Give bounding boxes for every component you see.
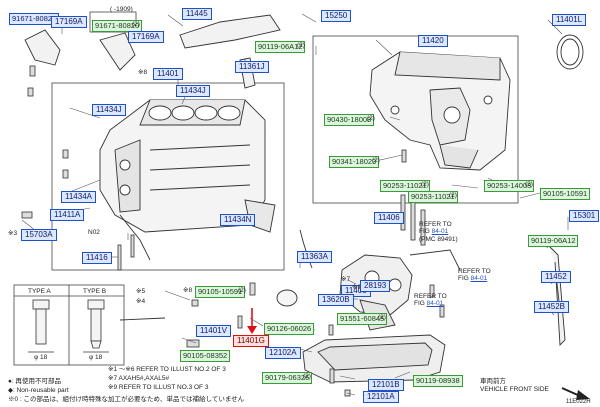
part-label-11452[interactable]: 11452 xyxy=(541,271,571,283)
cover-11445 xyxy=(179,14,281,49)
part-label-90105-10591-b[interactable]: 90105-10591 xyxy=(195,286,246,298)
part-label-11361J[interactable]: 11361J xyxy=(235,61,269,73)
part-label-15301[interactable]: 15301 xyxy=(569,210,600,222)
marker: ※7 xyxy=(341,276,351,283)
type-a-diameter: φ 18 xyxy=(34,354,48,361)
marker: ※3 xyxy=(8,230,18,237)
drawing-number: 11E022H xyxy=(566,399,591,405)
qty-note: (2) xyxy=(449,192,457,199)
n02-note: N02 xyxy=(88,229,100,236)
footnote-1: ※1 〜※6 REFER TO ILLUST NO.2 OF 3 xyxy=(108,366,226,373)
vehicle-front-jp: 車両前方 xyxy=(480,378,506,385)
qty-note: (2) xyxy=(378,314,386,321)
part-label-11434A[interactable]: 11434A xyxy=(61,191,96,203)
part-label-11416[interactable]: 11416 xyxy=(82,252,112,264)
part-label-90430-18008[interactable]: 90430-18008 xyxy=(324,114,375,126)
vehicle-front-en: VEHICLE FRONT SIDE xyxy=(480,386,549,393)
cylinder-block-frame xyxy=(51,82,285,271)
part-label-90105-10591-a[interactable]: 90105-10591 xyxy=(540,188,591,200)
fig-link[interactable]: 84-01 xyxy=(470,275,488,283)
part-label-12102A[interactable]: 12102A xyxy=(265,347,301,359)
part-label-90253-11021-b[interactable]: 90253-11021 xyxy=(408,191,458,203)
part-label-11445[interactable]: 11445 xyxy=(182,8,212,20)
type-legend-drawing xyxy=(28,299,109,353)
type-b-diameter: φ 18 xyxy=(89,354,103,361)
qty-note: (2) xyxy=(372,157,380,164)
part-label-11406[interactable]: 11406 xyxy=(374,212,404,224)
part-label-15250[interactable]: 15250 xyxy=(321,10,352,22)
fig-link[interactable]: 84-01 xyxy=(431,228,449,236)
cylinder-block-illustration xyxy=(99,99,276,261)
type-b-label: TYPE B xyxy=(83,288,107,295)
dipstick-15301 xyxy=(547,244,566,347)
part-label-90119-06A12[interactable]: 90119-06A12 xyxy=(255,41,306,53)
marker: ※8 xyxy=(183,287,193,294)
part-label-28193[interactable]: 28193 xyxy=(360,280,391,292)
fig-link[interactable]: 84-01 xyxy=(426,300,444,308)
part-label-15703A[interactable]: 15703A xyxy=(21,229,57,241)
marker: ※5 xyxy=(136,288,146,295)
part-label-91551-60845[interactable]: 91551-60845 xyxy=(337,313,388,325)
qty-note: (2) xyxy=(303,373,311,380)
part-label-17169A-2[interactable]: 17169A xyxy=(128,31,164,43)
part-label-90126-06026[interactable]: 90126-06026 xyxy=(264,323,315,335)
reference-note-3: REFER TO FIG 84-01 xyxy=(414,293,447,308)
footnote-6: ※0 : この部品は、組付け時特殊な加工が必要なため、単品では補給していません xyxy=(8,396,245,403)
part-label-90105-08352[interactable]: 90105-08352 xyxy=(180,350,231,362)
part-label-90119-06A12-b[interactable]: 90119-06A12 xyxy=(528,235,579,247)
part-label-90253-11021-a[interactable]: 90253-11021 xyxy=(380,180,430,192)
qty-note: (2) xyxy=(238,287,246,294)
part-label-91671-80820-b[interactable]: 91671-80820 xyxy=(92,20,143,32)
qty-note: (2) xyxy=(132,21,140,28)
part-label-11452B[interactable]: 11452B xyxy=(534,301,569,313)
part-label-90179-06326[interactable]: 90179-06326 xyxy=(262,372,313,384)
highlight-arrow xyxy=(247,308,257,334)
part-label-11434J-b[interactable]: 11434J xyxy=(92,104,126,116)
oil-pan-upper-illustration xyxy=(369,51,511,171)
marker: ※8 xyxy=(138,69,148,76)
oil-pan-frame xyxy=(312,35,519,204)
part-label-11401V[interactable]: 11401V xyxy=(196,325,231,337)
reference-note-2: REFER TO FIG 84-01 xyxy=(458,268,491,283)
part-label-11420[interactable]: 11420 xyxy=(418,35,448,47)
part-label-12101B[interactable]: 12101B xyxy=(368,379,404,391)
part-label-11401[interactable]: 11401 xyxy=(153,68,183,80)
type-a-label: TYPE A xyxy=(28,288,51,295)
part-label-11363A[interactable]: 11363A xyxy=(297,251,332,263)
footnote-5: ◆: Non-reusable part xyxy=(8,387,69,394)
reference-note-1: REFER TO FIG 84-01 (PMC 89491) xyxy=(419,221,458,243)
part-label-11434N[interactable]: 11434N xyxy=(220,214,256,226)
marker: ※6 xyxy=(352,284,362,291)
footnote-2: ※7 AXAH5#,AXAL5# xyxy=(108,375,170,382)
part-label-90253-14003[interactable]: 90253-14003 xyxy=(484,180,535,192)
oil-seal-11401L xyxy=(556,34,584,70)
vehicle-front-arrow xyxy=(561,387,590,400)
part-label-17169A[interactable]: 17169A xyxy=(51,16,87,28)
part-label-11401L[interactable]: 11401L xyxy=(552,14,587,26)
qty-note: (2) xyxy=(297,42,305,49)
footnote-3: ※9 REFER TO ILLUST NO.3 OF 3 xyxy=(108,384,209,391)
qty-note: (2) xyxy=(367,115,375,122)
part-label-11401G-highlighted[interactable]: 11401G xyxy=(233,335,269,347)
footnote-4: ●: 再使用不可部品 xyxy=(8,378,62,385)
qty-note: (2) xyxy=(525,181,533,188)
part-label-90341-18023[interactable]: 90341-18023 xyxy=(329,156,380,168)
part-label-13620B[interactable]: 13620B xyxy=(318,294,354,306)
part-label-12101A[interactable]: 12101A xyxy=(363,391,399,403)
qty-note: (2) xyxy=(421,181,429,188)
part-label-11411A[interactable]: 11411A xyxy=(50,209,85,221)
part-label-90119-08938[interactable]: 90119-08938 xyxy=(413,375,463,387)
marker: ※4 xyxy=(136,298,146,305)
part-label-11434J[interactable]: 11434J xyxy=(176,85,210,97)
oil-pan-lower-illustration xyxy=(302,334,446,383)
year-note: ( -1909) xyxy=(110,6,133,13)
